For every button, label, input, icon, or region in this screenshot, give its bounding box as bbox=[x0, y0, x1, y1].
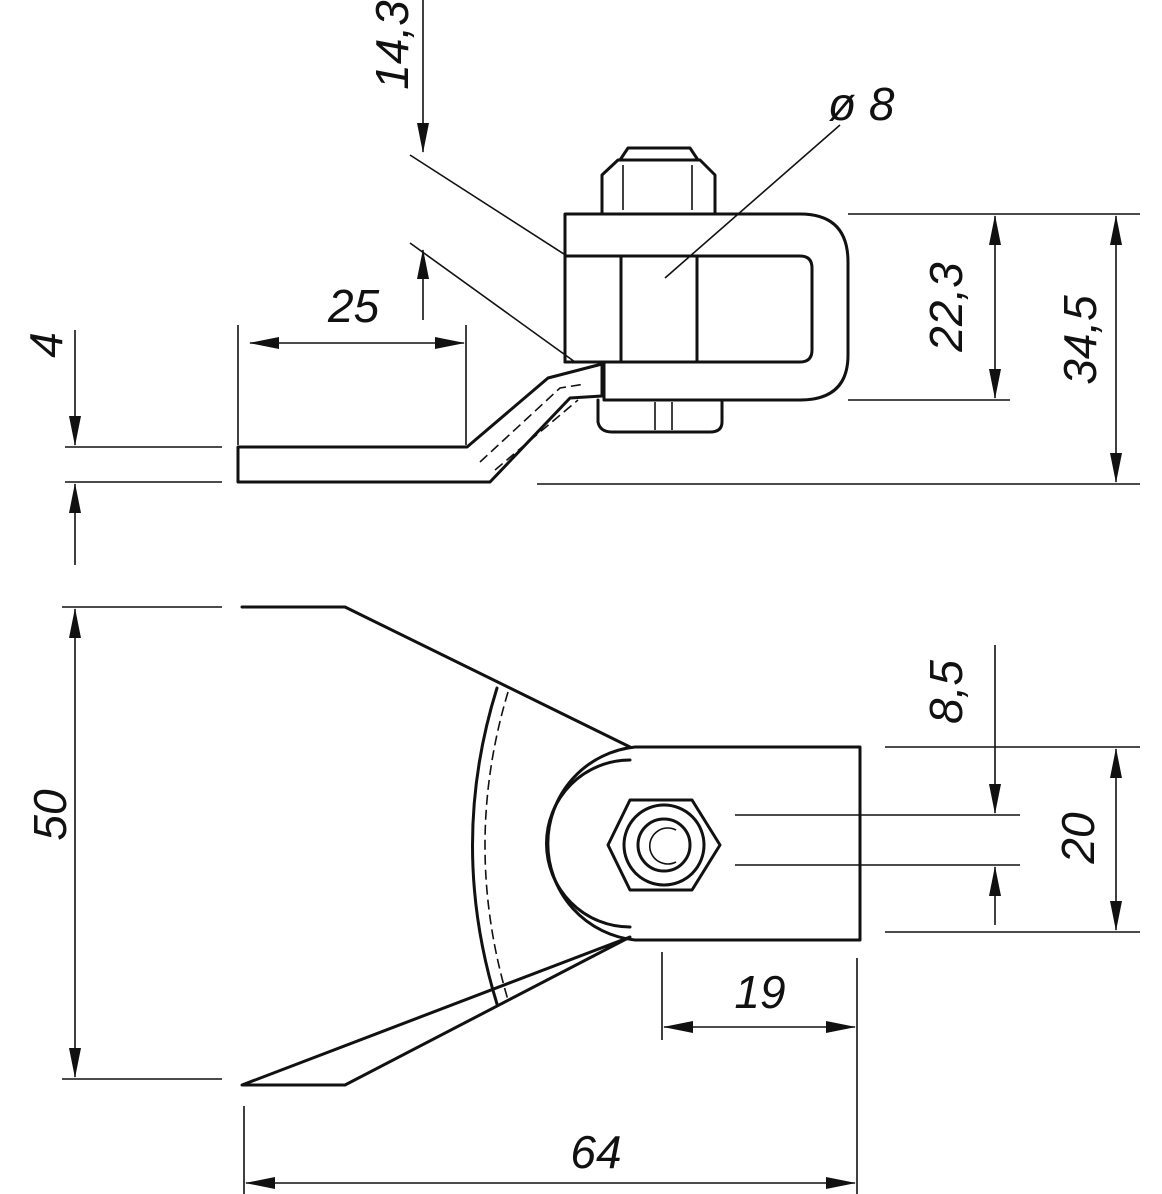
dim-text-19: 19 bbox=[734, 966, 785, 1018]
u-clevis-outer bbox=[563, 212, 850, 402]
dim-text-34-5: 34,5 bbox=[1054, 295, 1106, 385]
dim-text-diam8: ø 8 bbox=[828, 78, 895, 130]
bend-arc-hidden bbox=[484, 691, 509, 1001]
bolt-head-bottom bbox=[596, 398, 724, 434]
dim-text-22-3: 22,3 bbox=[920, 262, 972, 353]
washer-circle bbox=[622, 803, 706, 887]
side-view: 14,3 ø 8 25 22,3 34,5 4 bbox=[20, 0, 1140, 565]
hex-nut-face-line bbox=[622, 165, 693, 210]
dim-text-20: 20 bbox=[1052, 812, 1104, 865]
leader-line-diam8 bbox=[664, 124, 841, 279]
plate-outline bbox=[240, 605, 632, 1087]
dim-text-50: 50 bbox=[24, 789, 76, 841]
hex-nut-plan bbox=[606, 798, 722, 892]
u-clevis-inner bbox=[563, 254, 814, 364]
top-view: 50 8,5 20 19 64 bbox=[24, 605, 1140, 1194]
hex-nut-top bbox=[600, 158, 717, 216]
bend-arc-solid bbox=[471, 686, 499, 1006]
bolt-head-slot bbox=[654, 402, 673, 430]
plate-bend-hidden-2 bbox=[494, 399, 579, 471]
dim-text-14-3: 14,3 bbox=[366, 0, 418, 90]
plate-bend-hidden bbox=[479, 383, 586, 463]
dim-text-8-5: 8,5 bbox=[920, 660, 972, 724]
bracket-plate bbox=[236, 362, 604, 484]
bolt-shank bbox=[619, 254, 699, 364]
dim-text-64: 64 bbox=[570, 1126, 621, 1178]
dim-text-25: 25 bbox=[327, 280, 380, 332]
bolt-thread-arc bbox=[649, 827, 677, 865]
dim-text-4: 4 bbox=[20, 332, 72, 358]
clevis-inner-arc bbox=[545, 758, 632, 929]
leader-line-bend bbox=[409, 242, 576, 363]
bolt-circle bbox=[636, 817, 692, 873]
nut-washer-top bbox=[618, 146, 700, 162]
leader-line-14-3 bbox=[409, 154, 568, 257]
